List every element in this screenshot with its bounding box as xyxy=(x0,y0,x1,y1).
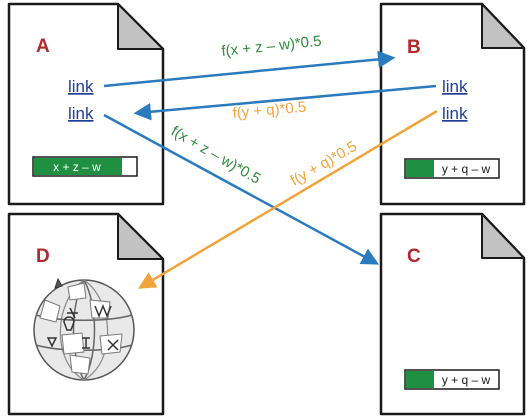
page-fold-icon xyxy=(481,213,525,259)
edge-a-to-b-arrow xyxy=(103,50,396,88)
score-bar-fill xyxy=(406,371,434,388)
link-b-bottom[interactable]: link xyxy=(442,104,468,123)
score-bar-a: x + z – w xyxy=(32,156,138,177)
document-c: C y + q – w xyxy=(379,212,526,416)
score-bar-c: y + q – w xyxy=(404,369,500,390)
page-fold-icon xyxy=(117,3,164,50)
edge-b-to-a-arrow xyxy=(133,84,437,121)
link-a-bottom[interactable]: link xyxy=(68,104,94,123)
link-a-top[interactable]: link xyxy=(68,77,94,96)
document-b: B link link y + q – w xyxy=(379,2,526,206)
edge-label-b-to-a: f(y + q)*0.5 xyxy=(232,99,307,122)
document-d: D xyxy=(7,212,165,416)
edge-label-a-to-b: f(x + z – w)*0.5 xyxy=(221,33,323,60)
document-letter-b: B xyxy=(407,37,421,58)
document-letter-c: C xyxy=(407,246,421,267)
page-fold-icon xyxy=(481,3,525,49)
edge-a-to-c-arrow xyxy=(103,113,380,265)
link-b-top[interactable]: link xyxy=(442,77,468,96)
document-a: A link link x + z – w xyxy=(7,2,165,206)
edge-b-to-d-arrow xyxy=(137,109,438,289)
score-bar-label: y + q – w xyxy=(442,162,491,176)
wikipedia-globe-icon xyxy=(33,277,135,381)
document-letter-d: D xyxy=(36,246,50,267)
score-bar-fill xyxy=(406,160,434,177)
page-fold-icon xyxy=(117,213,164,260)
edges xyxy=(103,50,438,289)
score-bar-label: y + q – w xyxy=(442,373,491,387)
score-bar-b: y + q – w xyxy=(404,158,500,179)
score-bar-label: x + z – w xyxy=(53,160,101,174)
document-letter-a: A xyxy=(36,36,50,57)
score-bar-fill xyxy=(34,158,122,175)
edge-label-a-to-c: f(x + z – w)*0.5 xyxy=(168,123,263,188)
